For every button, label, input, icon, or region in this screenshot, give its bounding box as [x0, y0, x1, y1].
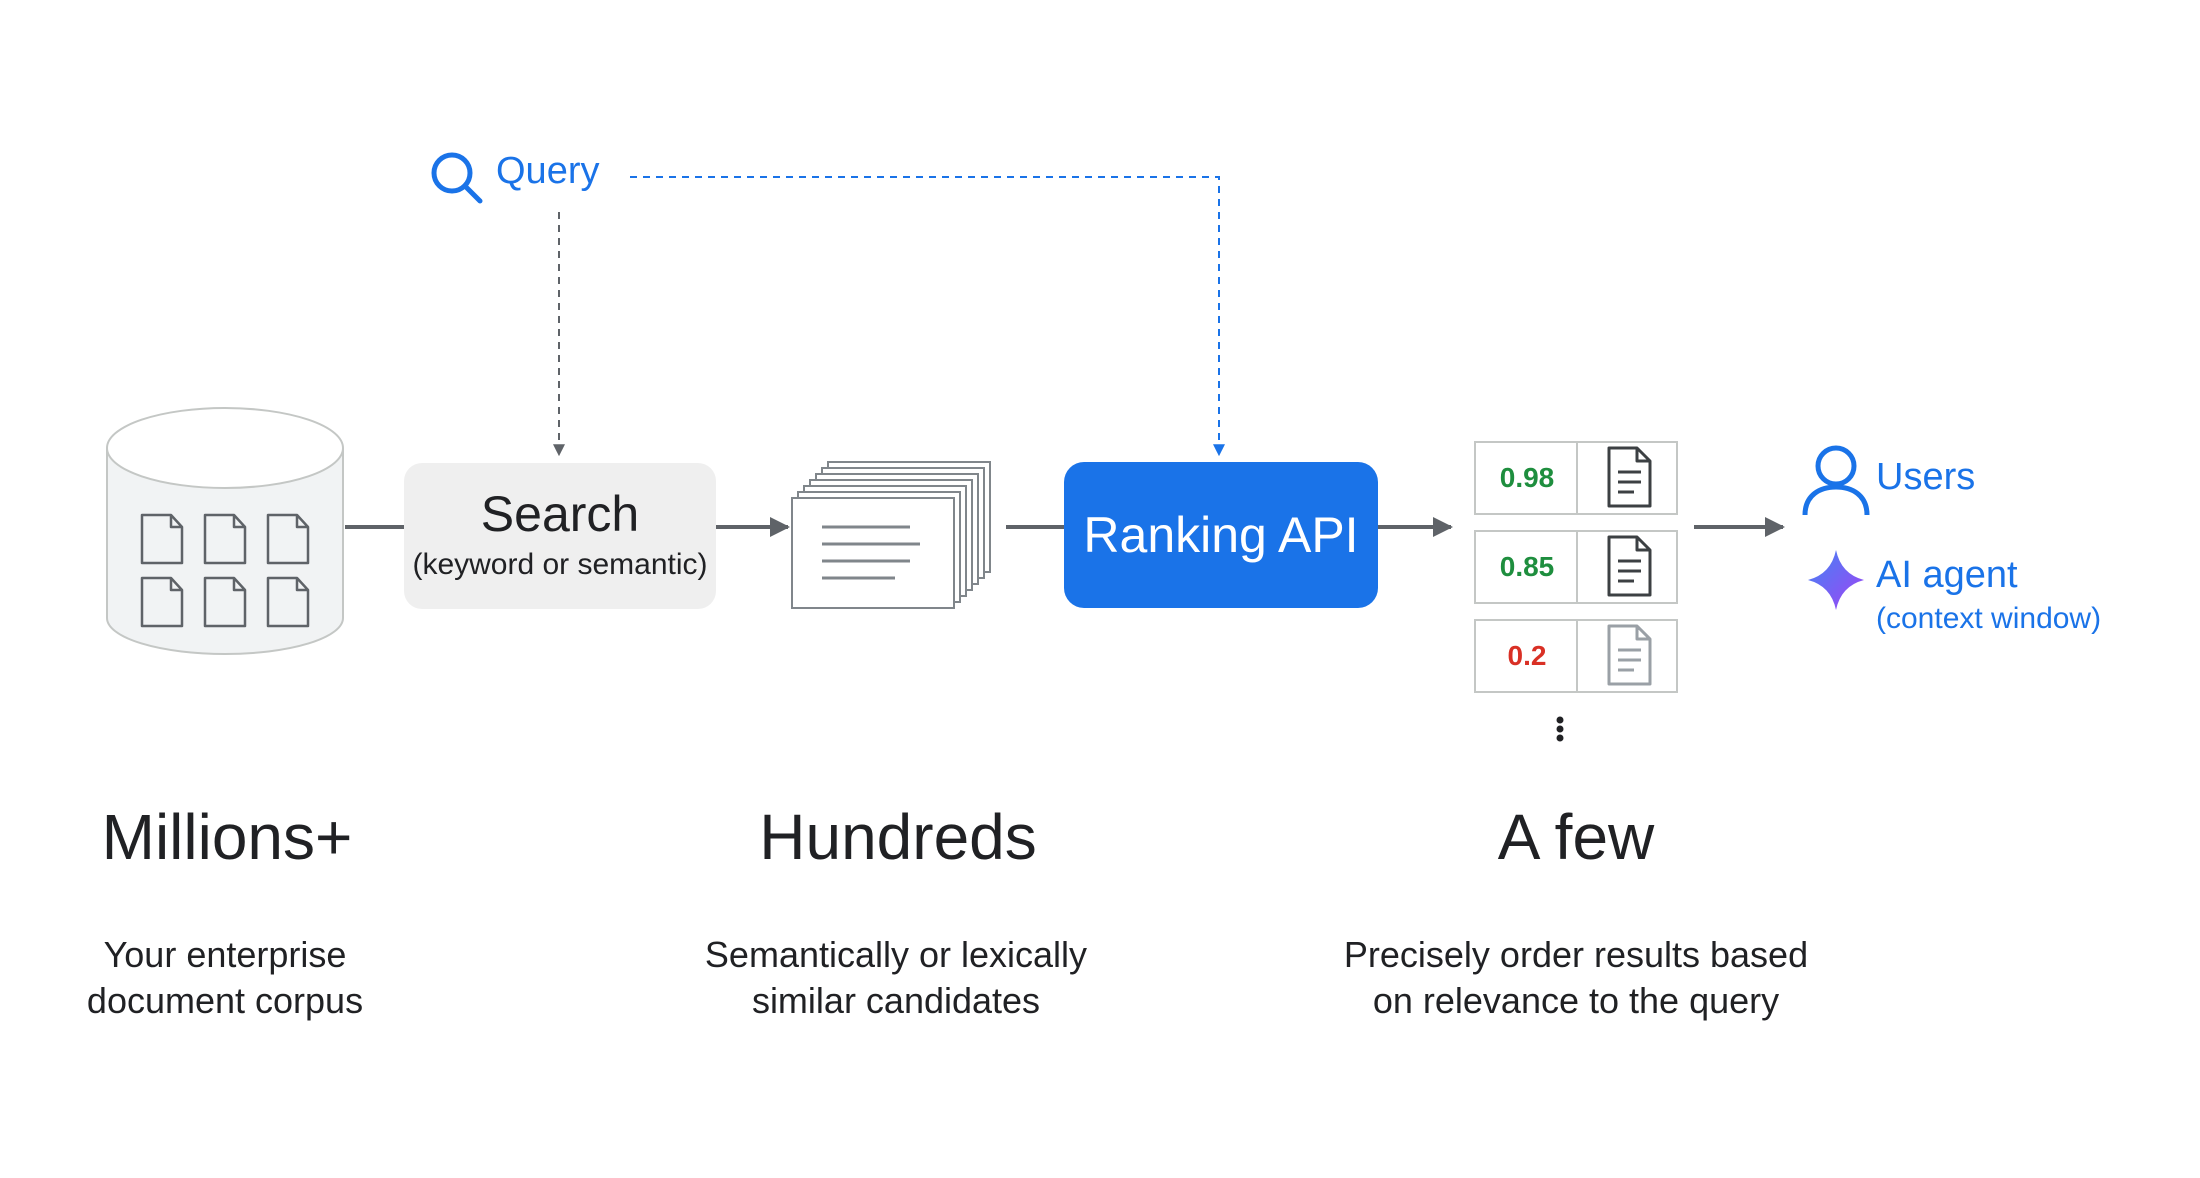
ai-agent-label: AI agent — [1876, 554, 2018, 596]
result-score: 0.98 — [1499, 462, 1555, 493]
result-file-icons — [1607, 446, 1652, 686]
result-score: 0.85 — [1499, 551, 1555, 582]
stage-desc-hundreds: Semantically or lexically similar candid… — [704, 934, 1088, 1021]
stage-title-a-few: A few — [1497, 801, 1655, 873]
ranking-api-box: Ranking API — [1064, 462, 1378, 608]
stage-title-millions: Millions+ — [101, 801, 353, 873]
users-label: Users — [1876, 456, 1976, 498]
result-score: 0.2 — [1507, 640, 1547, 671]
stage-title-hundreds: Hundreds — [759, 801, 1037, 873]
stage-desc-a-few: Precisely order results based on relevan… — [1343, 934, 1809, 1021]
candidate-text-lines — [822, 525, 920, 580]
context-window-label: (context window) — [1876, 602, 2102, 635]
user-icon — [1802, 445, 1870, 516]
candidate-documents-stack — [791, 461, 991, 609]
ranked-results-grid — [1474, 441, 1678, 693]
document-corpus-database — [106, 407, 344, 655]
more-results-ellipsis — [1556, 716, 1564, 742]
query-to-ranking-arrow — [630, 176, 1225, 457]
search-title: Search — [480, 486, 640, 543]
sparkle-icon — [1808, 550, 1864, 610]
query-label: Query — [496, 150, 600, 192]
search-icon — [431, 152, 483, 204]
corpus-file-icons — [140, 513, 310, 628]
search-stage-box: Search (keyword or semantic) — [404, 463, 716, 609]
stage-desc-millions: Your enterprise document corpus — [86, 934, 364, 1021]
search-subtitle: (keyword or semantic) — [412, 547, 708, 581]
